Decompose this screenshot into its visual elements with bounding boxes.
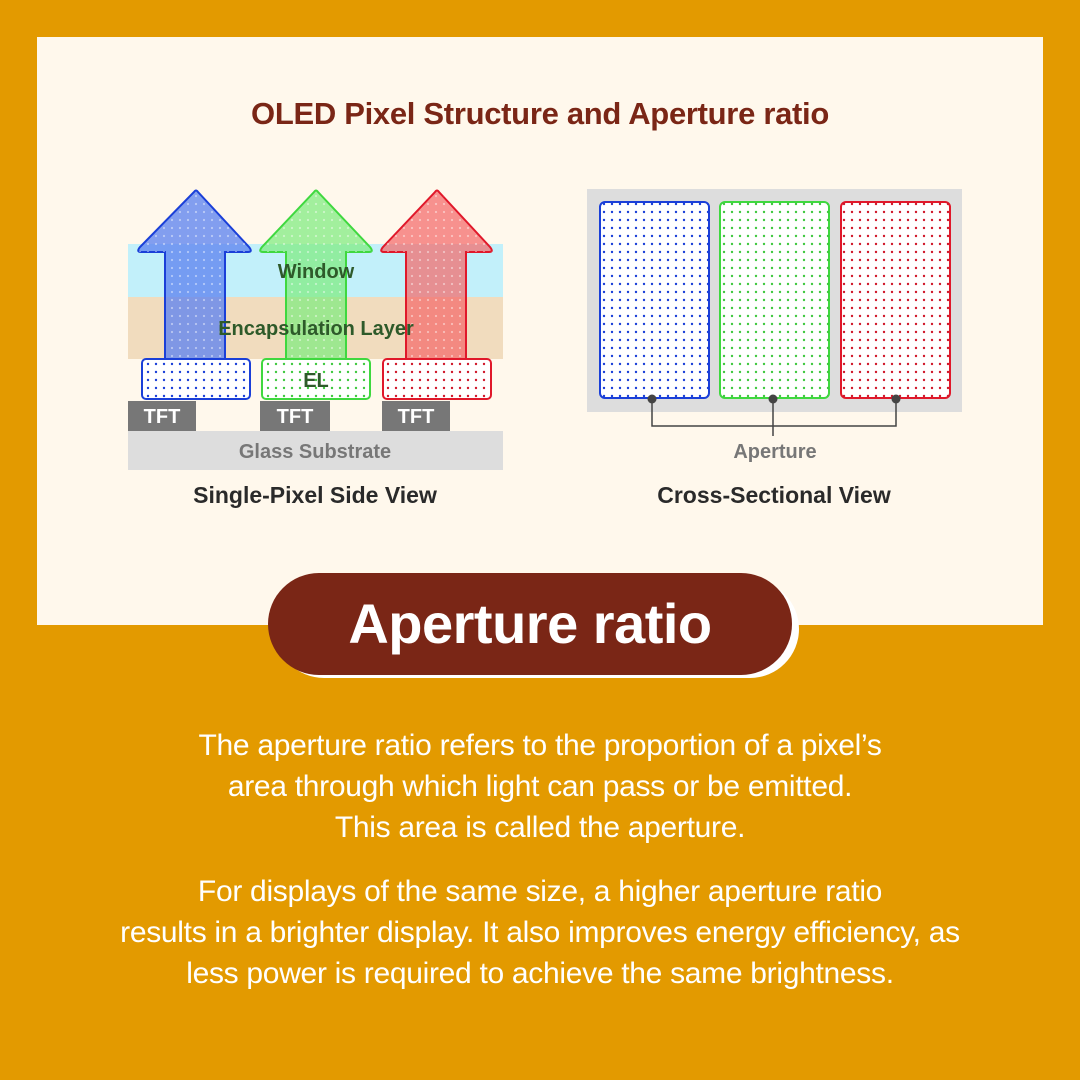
paragraph-2-line-2: results in a brighter display. It also i… xyxy=(120,916,960,949)
paragraph-2-line-1: For displays of the same size, a higher … xyxy=(197,875,883,908)
el-label: EL xyxy=(303,370,329,392)
heading-pill: Aperture ratio xyxy=(268,573,792,675)
encapsulation-label: Encapsulation Layer xyxy=(218,318,414,340)
tft-label-1: TFT xyxy=(144,406,181,428)
window-label: Window xyxy=(278,261,355,283)
glass-substrate xyxy=(128,431,503,470)
aperture-label: Aperture xyxy=(733,441,816,463)
cross-section-diagram: Aperture xyxy=(587,189,962,463)
paragraph-1-line-3: This area is called the aperture. xyxy=(334,811,746,844)
tft-block-1 xyxy=(128,401,196,431)
glass-label: Glass Substrate xyxy=(239,441,391,463)
tft-label-2: TFT xyxy=(277,406,314,428)
tft-block-2 xyxy=(260,401,330,431)
tft-label-3: TFT xyxy=(398,406,435,428)
blue-light-arrow xyxy=(137,189,252,360)
paragraph-1-line-2: area through which light can pass or be … xyxy=(227,770,853,803)
paragraph-1-line-1: The aperture ratio refers to the proport… xyxy=(198,729,882,762)
diagram-title: OLED Pixel Structure and Aperture ratio xyxy=(251,96,829,131)
green-light-arrow xyxy=(259,189,373,360)
paragraph-2-line-3: less power is required to achieve the sa… xyxy=(186,957,894,990)
red-light-arrow xyxy=(380,189,493,360)
paragraph-1: The aperture ratio refers to the proport… xyxy=(20,725,1060,848)
tft-block-3 xyxy=(382,401,450,431)
paragraph-2: For displays of the same size, a higher … xyxy=(20,871,1060,994)
cross-view-caption: Cross-Sectional View xyxy=(657,482,891,508)
side-view-caption: Single-Pixel Side View xyxy=(193,482,437,508)
